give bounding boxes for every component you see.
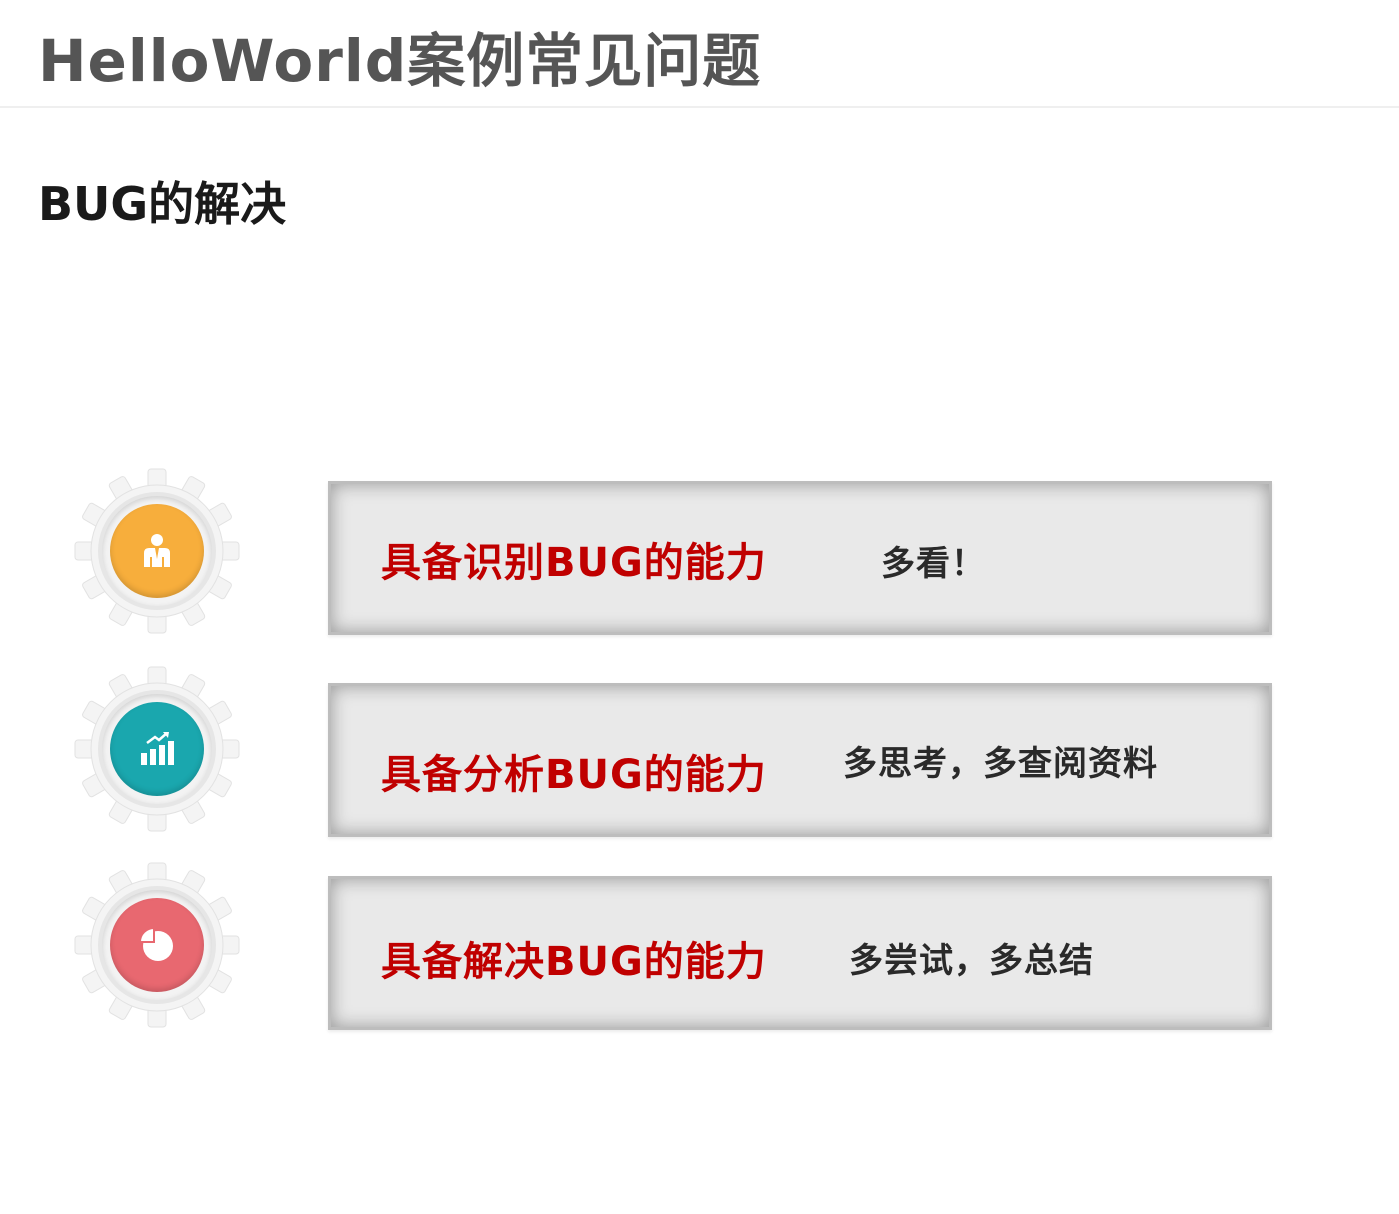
card-label: 具备分析BUG的能力 [381, 752, 767, 798]
gear-badge-solve [72, 860, 242, 1030]
ability-card-identify: 具备识别BUG的能力 多看！ [328, 481, 1272, 635]
card-label: 具备识别BUG的能力 [381, 540, 767, 586]
card-label: 具备解决BUG的能力 [381, 939, 767, 985]
gear-badge-identify [72, 466, 242, 636]
slide-header: HelloWorld案例常见问题 [0, 0, 1399, 108]
section-title: BUG的解决 [38, 177, 287, 231]
page-title: HelloWorld案例常见问题 [38, 27, 762, 95]
person-icon [110, 504, 204, 598]
ability-card-solve: 具备解决BUG的能力 多尝试，多总结 [328, 876, 1272, 1030]
bar-chart-icon [110, 702, 204, 796]
card-tip: 多尝试，多总结 [849, 941, 1094, 981]
card-tip: 多看！ [881, 544, 986, 584]
ability-card-analyze: 具备分析BUG的能力 多思考，多查阅资料 [328, 683, 1272, 837]
pie-chart-icon [110, 898, 204, 992]
gear-badge-analyze [72, 664, 242, 834]
card-tip: 多思考，多查阅资料 [843, 744, 1158, 784]
